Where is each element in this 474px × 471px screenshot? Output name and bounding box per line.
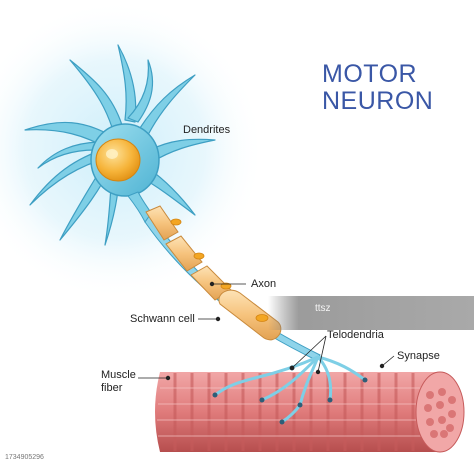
label-dendrites: Dendrites bbox=[183, 124, 231, 136]
watermark-id: 1734905296 bbox=[5, 454, 44, 461]
muscle-striations bbox=[173, 373, 415, 451]
watermark-credit: ttsz bbox=[315, 303, 331, 314]
label-muscle-line-1: Muscle bbox=[101, 369, 136, 381]
label-axon: Axon bbox=[251, 278, 277, 290]
label-schwann-cell: Schwann cell bbox=[130, 313, 195, 325]
muscle-fiber bbox=[155, 371, 465, 453]
label-synapse: Synapse bbox=[397, 350, 440, 362]
nucleolus bbox=[106, 149, 118, 159]
telodendria bbox=[213, 355, 367, 424]
title-line-2: NEURON bbox=[322, 87, 434, 115]
leader-lines bbox=[138, 281, 395, 381]
label-muscle-fiber: Muscle fiber bbox=[101, 369, 136, 395]
label-telodendria: Telodendria bbox=[327, 329, 384, 341]
watermark-band bbox=[268, 296, 474, 330]
nucleus bbox=[95, 138, 141, 182]
label-muscle-line-2: fiber bbox=[101, 382, 123, 394]
muscle-cross-section bbox=[415, 371, 465, 453]
synapse-terminals bbox=[212, 365, 368, 425]
schwann-nuclei bbox=[170, 218, 269, 322]
title-line-1: MOTOR bbox=[322, 60, 418, 88]
